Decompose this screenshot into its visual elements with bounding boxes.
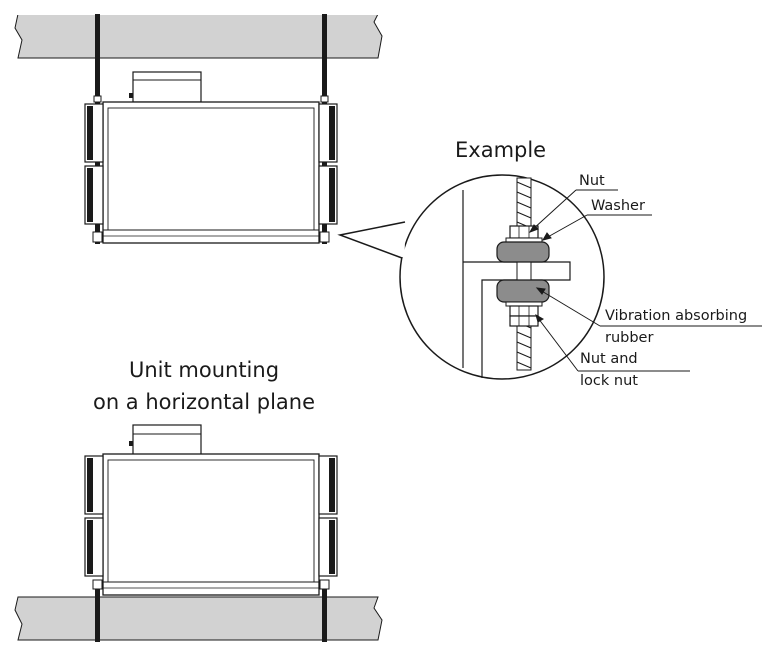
leader-lines (528, 189, 762, 372)
washer-label: Washer (591, 198, 645, 214)
mounting-rods-bottom (92, 579, 330, 642)
detail-callout (337, 174, 605, 380)
ventilation-unit-bottom (84, 424, 338, 596)
ceiling-slab-top (14, 13, 383, 59)
nut-label: Nut (579, 173, 605, 189)
nut-lock-nut-label-line2: lock nut (580, 373, 638, 389)
vibration-rubber-label-line1: Vibration absorbing (605, 308, 747, 324)
floor-slab-bottom (14, 596, 383, 641)
caption-line2: on a horizontal plane (93, 390, 315, 414)
example-title: Example (455, 138, 546, 162)
nut-lock-nut-label-line1: Nut and (580, 351, 638, 367)
ventilation-unit-top (84, 71, 338, 244)
vibration-rubber-label-line2: rubber (605, 330, 653, 346)
caption-line1: Unit mounting (129, 358, 279, 382)
